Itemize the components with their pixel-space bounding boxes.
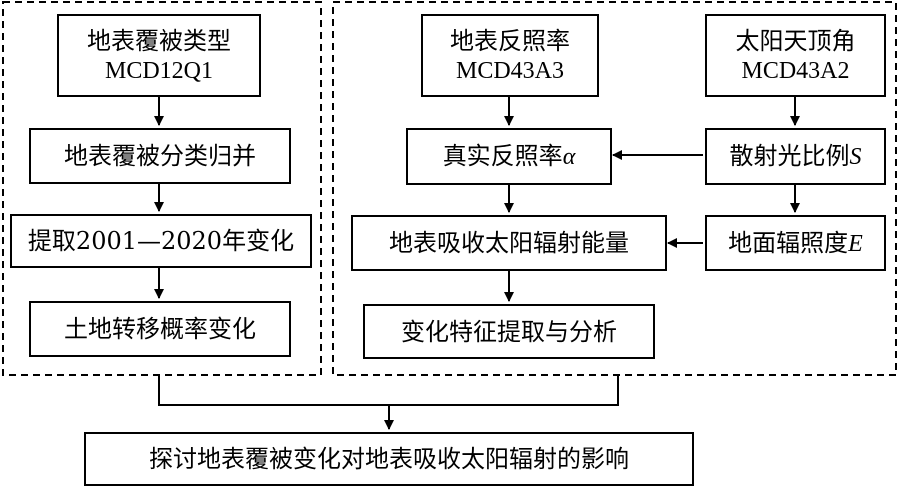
absorbed-energy-label: 地表吸收太阳辐射能量	[389, 229, 629, 257]
albedo-label: 地表反照率	[450, 26, 570, 55]
s-symbol: S	[849, 144, 862, 170]
zenith-product-label: MCD43A2	[741, 57, 850, 84]
e-symbol: E	[848, 230, 863, 257]
albedo-box: 地表反照率 MCD43A3	[421, 14, 599, 97]
change-extract-label: 提取2001—2020年变化	[27, 227, 295, 255]
diffuse-ratio-label: 散射光比例S	[729, 142, 862, 170]
irradiance-label: 地面辐照度E	[728, 228, 863, 257]
landcover-type-box: 地表覆被类型 MCD12Q1	[57, 14, 261, 97]
landcover-product-label: MCD12Q1	[104, 57, 213, 84]
landcover-merge-box: 地表覆被分类归并	[29, 128, 291, 184]
transfer-probability-label: 土地转移概率变化	[64, 315, 256, 343]
landcover-merge-label: 地表覆被分类归并	[64, 142, 256, 170]
absorbed-energy-box: 地表吸收太阳辐射能量	[351, 215, 667, 271]
conclusion-label: 探讨地表覆被变化对地表吸收太阳辐射的影响	[149, 445, 629, 473]
zenith-box: 太阳天顶角 MCD43A2	[705, 14, 886, 97]
feature-analysis-box: 变化特征提取与分析	[363, 304, 655, 359]
true-albedo-label: 真实反照率α	[442, 142, 576, 170]
transfer-probability-box: 土地转移概率变化	[29, 301, 291, 357]
alpha-symbol: α	[562, 144, 576, 170]
irradiance-box: 地面辐照度E	[705, 215, 886, 271]
landcover-type-label: 地表覆被类型	[87, 26, 231, 55]
left-dashed-frame	[2, 1, 322, 376]
zenith-label: 太阳天顶角	[735, 26, 856, 55]
diffuse-ratio-box: 散射光比例S	[705, 128, 886, 185]
conclusion-box: 探讨地表覆被变化对地表吸收太阳辐射的影响	[84, 432, 694, 486]
change-extract-box: 提取2001—2020年变化	[10, 214, 312, 268]
albedo-product-label: MCD43A3	[455, 57, 564, 84]
right-dashed-frame	[332, 1, 897, 376]
feature-analysis-label: 变化特征提取与分析	[401, 317, 617, 346]
true-albedo-box: 真实反照率α	[406, 128, 612, 185]
merge-connector	[158, 375, 619, 406]
